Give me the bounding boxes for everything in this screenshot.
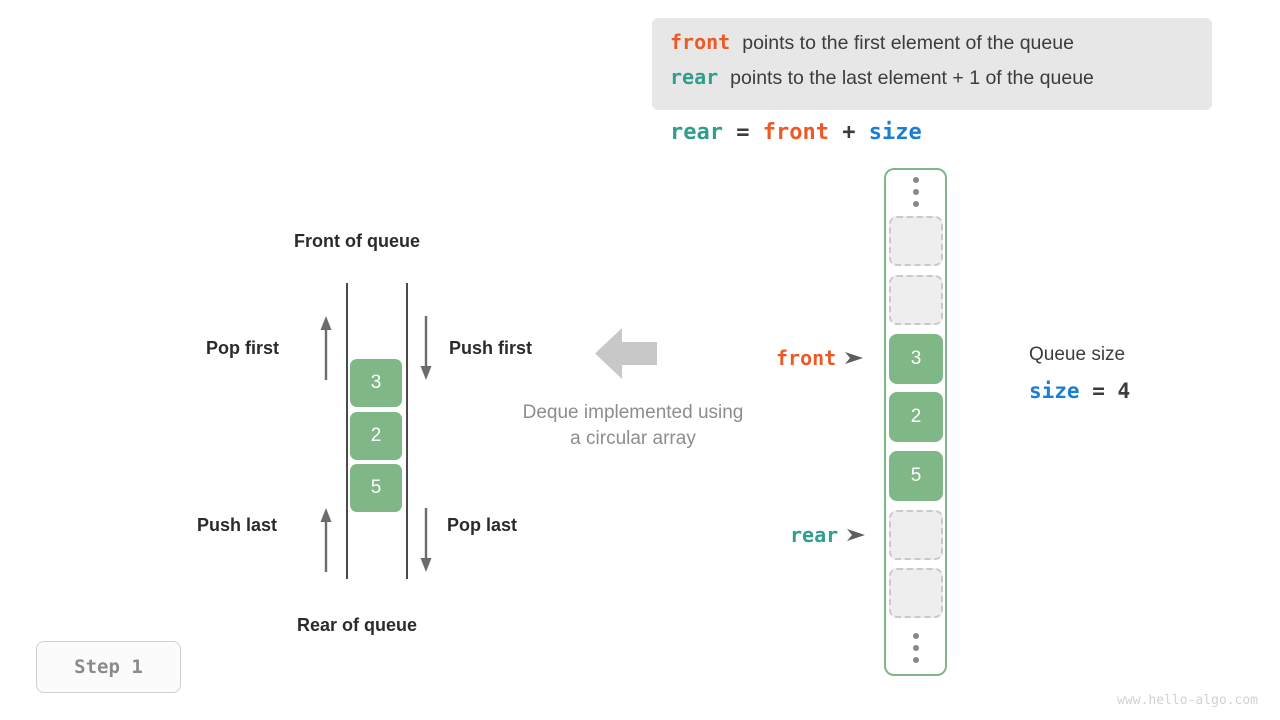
size-value: 4 <box>1117 379 1131 403</box>
formula-rhs-front: front <box>762 120 829 145</box>
size-equals: = <box>1092 379 1105 403</box>
caption-line-1: Deque implemented using <box>522 402 744 423</box>
pointer-front: front <box>776 346 864 370</box>
label-push-first: Push first <box>449 338 533 358</box>
array-slot-filled: 5 <box>889 451 943 501</box>
legend-desc-rear: points to the last element + 1 of the qu… <box>730 67 1094 89</box>
step-badge: Step 1 <box>36 641 181 693</box>
array-ellipsis-bottom-icon <box>908 628 924 668</box>
label-pop-first: Pop first <box>206 338 280 358</box>
formula-lhs: rear <box>670 120 723 145</box>
pointer-rear: rear <box>790 523 866 547</box>
deque-cell: 2 <box>350 412 402 460</box>
legend-key-rear: rear <box>670 65 719 89</box>
big-left-arrow-icon <box>595 328 657 379</box>
deque-cell: 5 <box>350 464 402 512</box>
arrow-down-pop-last-icon <box>420 508 432 572</box>
queue-size-expression: size = 4 <box>1029 379 1130 403</box>
legend-key-front: front <box>670 30 731 54</box>
formula-plus: + <box>842 120 856 145</box>
array-slot-empty <box>889 216 943 266</box>
legend-desc-front: points to the first element of the queue <box>742 32 1074 54</box>
array-slot-filled: 3 <box>889 334 943 384</box>
deque-cell: 3 <box>350 359 402 407</box>
rear-of-queue-label: Rear of queue <box>297 615 418 635</box>
deque-rail-right <box>406 283 408 579</box>
formula-rhs-size: size <box>868 120 922 145</box>
array-slot-empty <box>889 510 943 560</box>
pointer-arrow-right-icon <box>847 529 866 541</box>
array-ellipsis-top-icon <box>908 172 924 212</box>
watermark: www.hello-algo.com <box>1117 693 1258 708</box>
pointer-rear-label: rear <box>790 523 839 547</box>
deque-rail-left <box>346 283 348 579</box>
legend-box: front points to the first element of the… <box>652 18 1212 110</box>
legend-line-front: front points to the first element of the… <box>670 30 1194 65</box>
legend-line-rear: rear points to the last element + 1 of t… <box>670 65 1194 100</box>
label-push-last: Push last <box>197 515 278 535</box>
caption-line-2: a circular array <box>570 428 696 449</box>
label-pop-last: Pop last <box>447 515 518 535</box>
formula-equals: = <box>736 120 750 145</box>
queue-size-title: Queue size <box>1029 344 1126 365</box>
array-slot-empty <box>889 275 943 325</box>
diagram-caption: Deque implemented using a circular array <box>493 400 773 452</box>
front-of-queue-label: Front of queue <box>294 231 420 251</box>
size-var: size <box>1029 379 1080 403</box>
array-slot-filled: 2 <box>889 392 943 442</box>
pointer-front-label: front <box>776 346 837 370</box>
pointer-arrow-right-icon <box>845 352 864 364</box>
arrow-down-push-first-icon <box>420 316 432 380</box>
formula-rear-equals-front-plus-size: rear = front + size <box>670 120 922 145</box>
circular-array-container <box>884 168 947 676</box>
array-slot-empty <box>889 568 943 618</box>
arrow-up-push-last-icon <box>320 508 332 572</box>
arrow-up-pop-first-icon <box>320 316 332 380</box>
